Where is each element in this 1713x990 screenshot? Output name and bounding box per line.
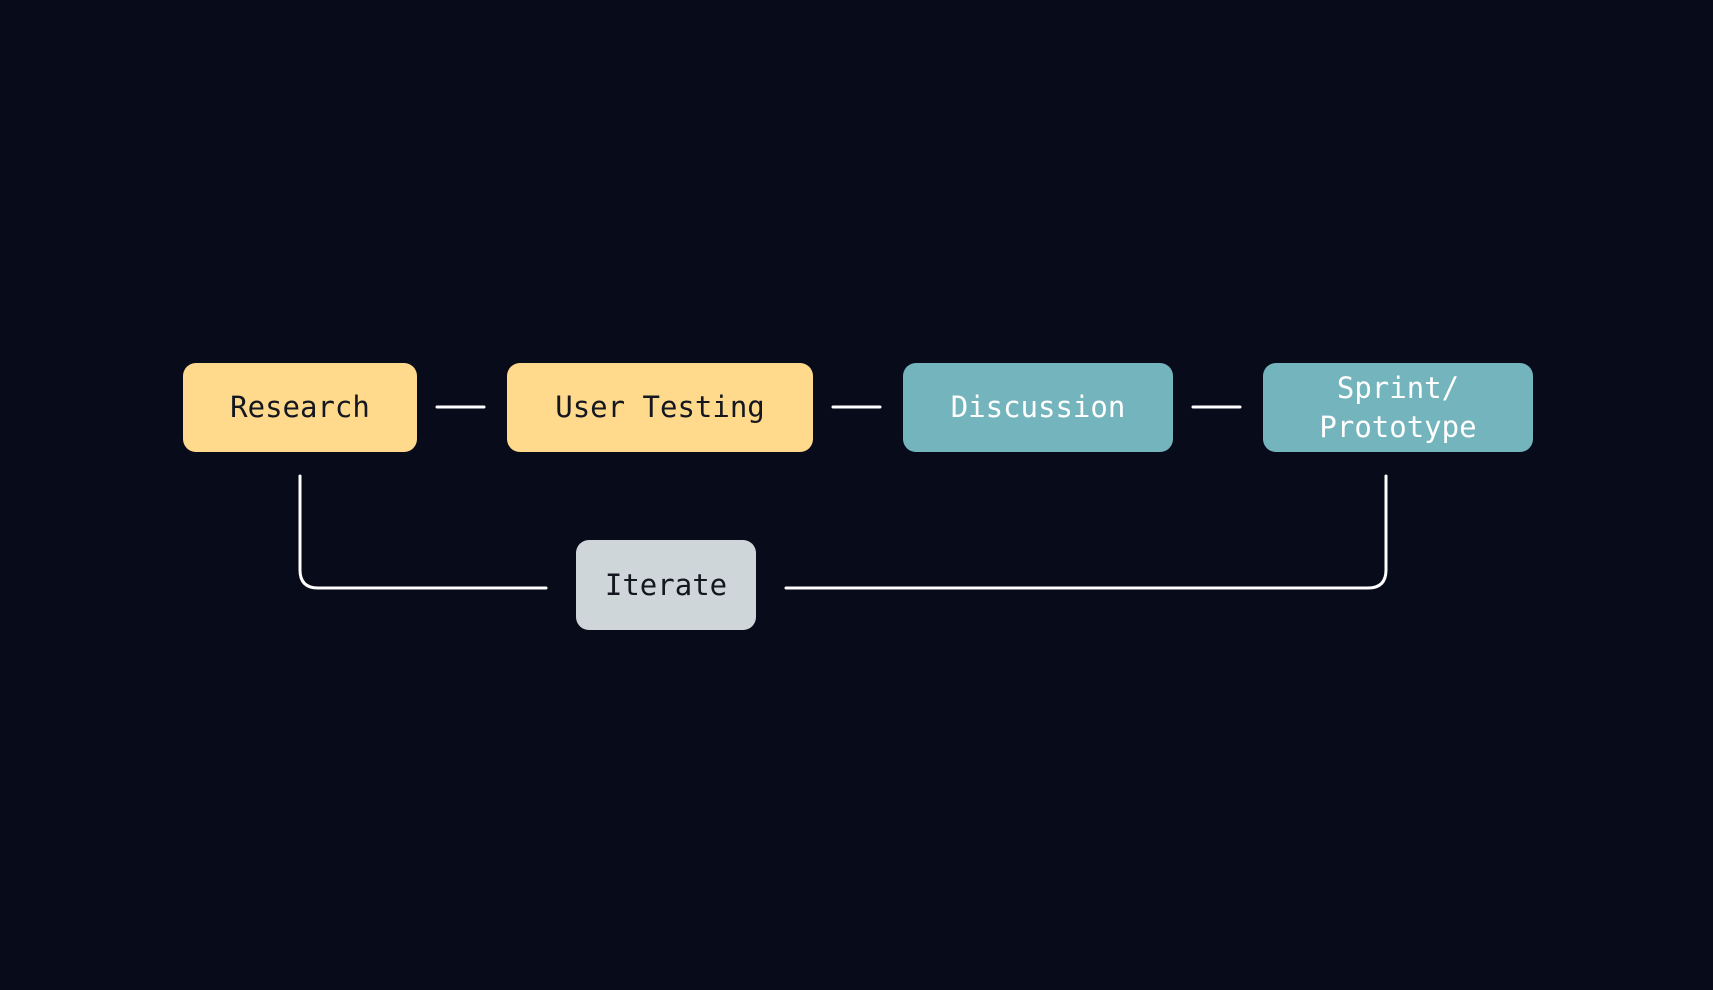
node-iterate-label: Iterate (604, 567, 728, 602)
edge-research-iterate (298, 474, 548, 590)
node-sprint-prototype-label: Sprint/ Prototype (1319, 370, 1477, 444)
node-discussion-label: Discussion (950, 390, 1126, 424)
node-discussion: Discussion (903, 363, 1173, 452)
node-user-testing-label: User Testing (555, 390, 765, 424)
node-research: Research (183, 363, 417, 452)
node-user-testing: User Testing (507, 363, 813, 452)
node-research-label: Research (230, 390, 370, 424)
node-sprint-prototype: Sprint/ Prototype (1263, 363, 1533, 452)
edge-iterate-sprint (784, 474, 1388, 590)
node-iterate: Iterate (576, 540, 756, 630)
